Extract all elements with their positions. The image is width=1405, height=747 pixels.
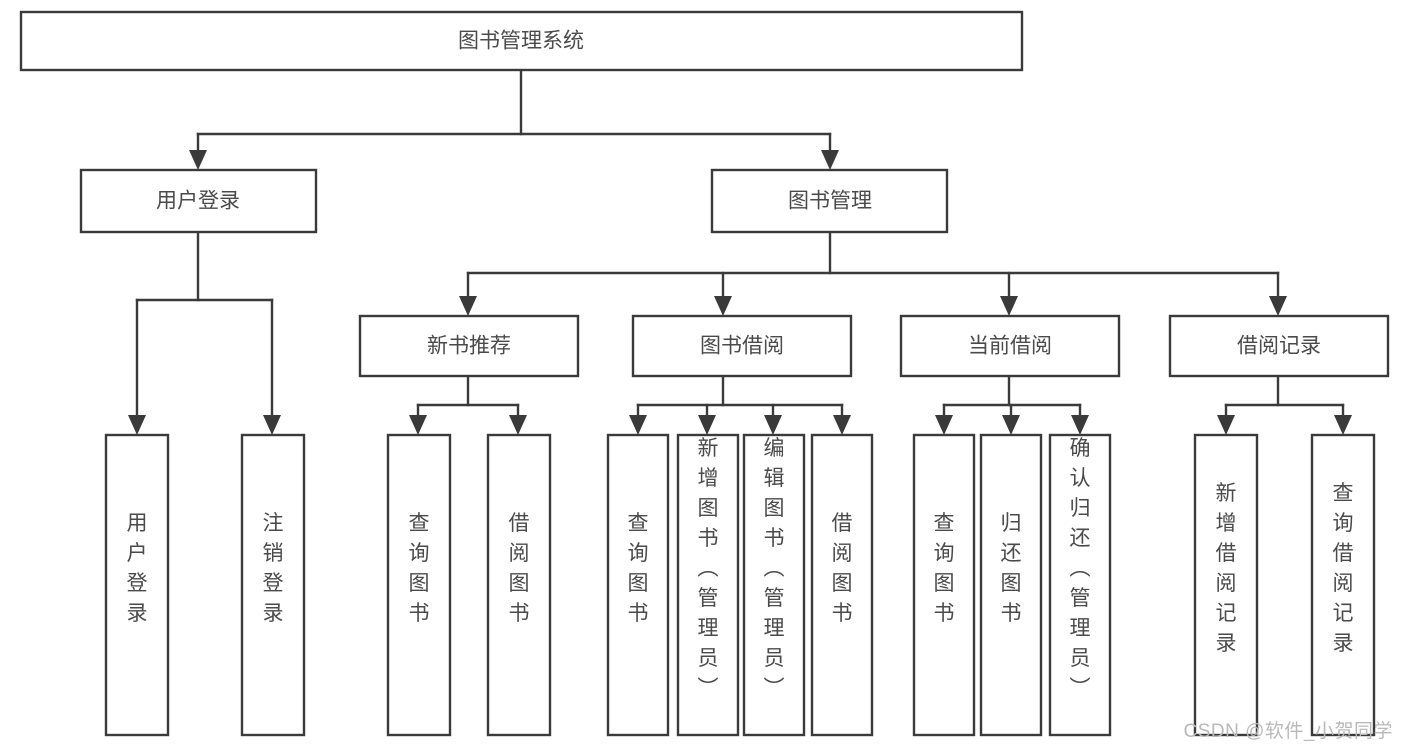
node-leaf-confirm-return-label: 确认归还︵管理员︶ — [1070, 437, 1091, 700]
node-current-borrow[interactable]: 当前借阅 — [899, 314, 1121, 378]
connector-userlogin-to-leaves — [128, 230, 281, 435]
node-current-borrow-label: 当前借阅 — [968, 335, 1052, 358]
node-leaf-query-book-3-label: 查询图书 — [934, 512, 955, 625]
connector-bookmgmt-to-level3 — [459, 230, 1287, 316]
node-leaf-query-book-1[interactable]: 查询图书 — [386, 433, 452, 737]
node-user-login-label: 用户登录 — [156, 190, 240, 213]
node-leaf-query-record-label: 查询借阅记录 — [1333, 482, 1354, 655]
node-user-login[interactable]: 用户登录 — [79, 168, 318, 234]
connector-root-to-level2 — [189, 68, 839, 170]
node-borrow-record-label: 借阅记录 — [1237, 335, 1321, 358]
node-leaf-logout-label: 注销登录 — [263, 512, 284, 625]
node-book-borrow[interactable]: 图书借阅 — [631, 314, 853, 378]
node-leaf-confirm-return[interactable]: 确认归还︵管理员︶ — [1048, 433, 1112, 737]
node-new-book-recommend[interactable]: 新书推荐 — [358, 314, 580, 378]
node-borrow-record[interactable]: 借阅记录 — [1168, 314, 1390, 378]
node-book-borrow-label: 图书借阅 — [700, 335, 784, 358]
node-leaf-query-book-3[interactable]: 查询图书 — [912, 433, 976, 737]
node-book-management[interactable]: 图书管理 — [710, 168, 949, 234]
node-leaf-user-login[interactable]: 用户登录 — [104, 433, 170, 737]
node-root-label: 图书管理系统 — [458, 30, 584, 53]
connector-borrowrecord-to-leaves — [1217, 374, 1352, 435]
node-leaf-query-book-1-label: 查询图书 — [409, 512, 430, 625]
node-new-book-recommend-label: 新书推荐 — [427, 335, 511, 358]
node-leaf-edit-book[interactable]: 编辑图书︵管理员︶ — [742, 433, 806, 737]
node-leaf-logout[interactable]: 注销登录 — [240, 433, 306, 737]
node-root[interactable]: 图书管理系统 — [19, 10, 1024, 72]
connector-newbook-to-leaves — [409, 374, 527, 435]
node-leaf-edit-book-label: 编辑图书︵管理员︶ — [764, 437, 785, 700]
node-leaf-return-book[interactable]: 归还图书 — [979, 433, 1043, 737]
connector-bookborrow-to-leaves — [629, 374, 851, 435]
node-book-management-label: 图书管理 — [788, 190, 872, 213]
node-leaf-add-book[interactable]: 新增图书︵管理员︶ — [676, 433, 740, 737]
connector-currentborrow-to-leaves — [935, 374, 1089, 435]
node-leaf-borrow-book-1-label: 借阅图书 — [509, 512, 530, 625]
node-leaf-add-book-label: 新增图书︵管理员︶ — [698, 437, 719, 700]
node-leaf-add-record-label: 新增借阅记录 — [1216, 482, 1237, 655]
node-leaf-query-record[interactable]: 查询借阅记录 — [1310, 433, 1376, 737]
node-leaf-query-book-2-label: 查询图书 — [628, 512, 649, 625]
node-leaf-borrow-book-2[interactable]: 借阅图书 — [810, 433, 874, 737]
node-leaf-add-record[interactable]: 新增借阅记录 — [1193, 433, 1259, 737]
node-leaf-borrow-book-1[interactable]: 借阅图书 — [486, 433, 552, 737]
node-leaf-query-book-2[interactable]: 查询图书 — [606, 433, 670, 737]
node-leaf-user-login-label: 用户登录 — [127, 512, 148, 625]
node-leaf-return-book-label: 归还图书 — [1001, 512, 1022, 625]
node-leaf-borrow-book-2-label: 借阅图书 — [832, 512, 853, 625]
